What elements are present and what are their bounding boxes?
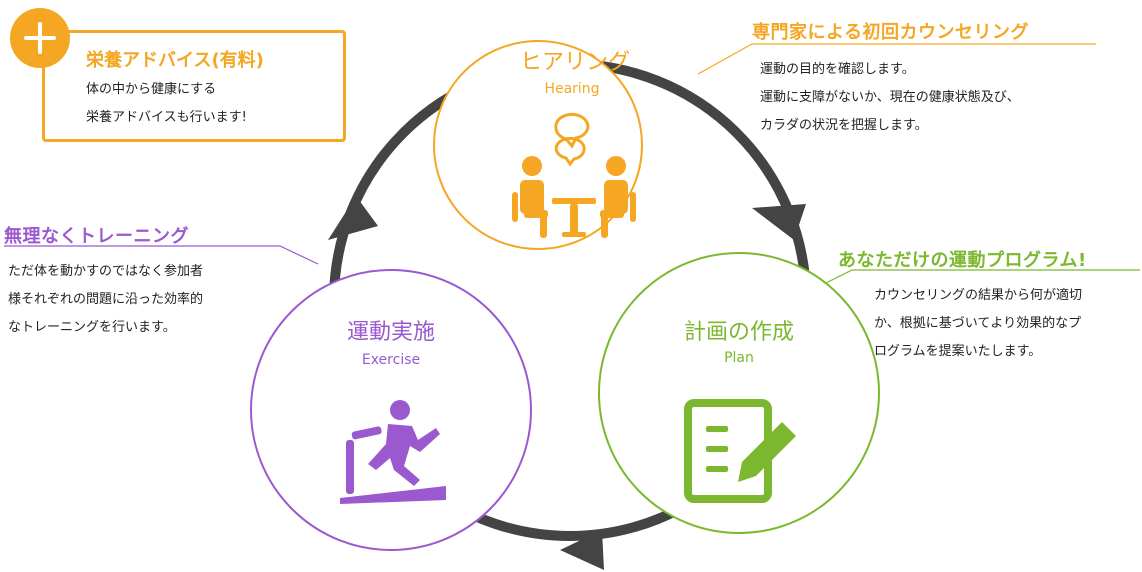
connector-hearing xyxy=(697,43,1096,75)
note-exercise-line: なトレーニングを行います。 xyxy=(8,320,176,335)
stage-exercise: 運動実施 Exercise xyxy=(250,269,532,551)
stage-hearing-title: ヒアリング xyxy=(520,50,630,75)
nutrition-box xyxy=(42,30,346,142)
stage-exercise-subtitle: Exercise xyxy=(362,352,420,368)
nutrition-title: 栄養アドバイス(有料) xyxy=(86,50,264,71)
note-exercise-line: 様それぞれの問題に沿った効率的 xyxy=(8,292,204,307)
note-exercise-title: 無理なくトレーニング xyxy=(4,226,189,247)
stage-exercise-title: 運動実施 xyxy=(347,320,435,345)
note-plan-title: あなただけの運動プログラム! xyxy=(838,250,1087,271)
nutrition-line: 体の中から健康にする xyxy=(86,82,217,97)
note-hearing-line: カラダの状況を把握します。 xyxy=(760,118,928,133)
note-plan-line: カウンセリングの結果から何が適切 xyxy=(874,288,1083,303)
treadmill-runner-icon xyxy=(340,400,446,504)
stage-plan-subtitle: Plan xyxy=(724,350,754,366)
note-hearing-line: 運動の目的を確認します。 xyxy=(760,62,915,77)
arrow-head-right xyxy=(752,204,806,240)
meeting-icon xyxy=(512,112,636,238)
note-exercise-line: ただ体を動かすのではなく参加者 xyxy=(8,264,204,279)
stage-plan: 計画の作成 Plan xyxy=(598,252,880,534)
plus-icon xyxy=(10,8,70,68)
note-exercise-body: ただ体を動かすのではなく参加者 様それぞれの問題に沿った効率的 なトレーニングを… xyxy=(8,258,203,342)
stage-plan-title: 計画の作成 xyxy=(684,320,794,345)
note-plan-body: カウンセリングの結果から何が適切 か、根拠に基づいてより効果的なプ ログラムを提… xyxy=(874,282,1082,366)
arrow-head-left xyxy=(328,196,378,240)
cycle-arrow-icon xyxy=(328,196,806,570)
nutrition-body: 体の中から健康にする 栄養アドバイスも行います! xyxy=(86,76,247,132)
stage-hearing: ヒアリング Hearing xyxy=(433,40,643,250)
connector-exercise xyxy=(4,245,319,265)
note-plan-line: ログラムを提案いたします。 xyxy=(874,344,1042,359)
note-plan-line: か、根拠に基づいてより効果的なプ xyxy=(874,316,1082,331)
stage-hearing-subtitle: Hearing xyxy=(544,81,599,97)
note-hearing-title: 専門家による初回カウンセリング xyxy=(752,22,1029,43)
document-edit-icon xyxy=(684,399,796,503)
note-hearing-body: 運動の目的を確認します。 運動に支障がないか、現在の健康状態及び、 カラダの状況… xyxy=(760,56,1020,140)
nutrition-line: 栄養アドバイスも行います! xyxy=(86,110,247,125)
arrow-head-bottom xyxy=(560,530,604,570)
note-hearing-line: 運動に支障がないか、現在の健康状態及び、 xyxy=(760,90,1020,105)
